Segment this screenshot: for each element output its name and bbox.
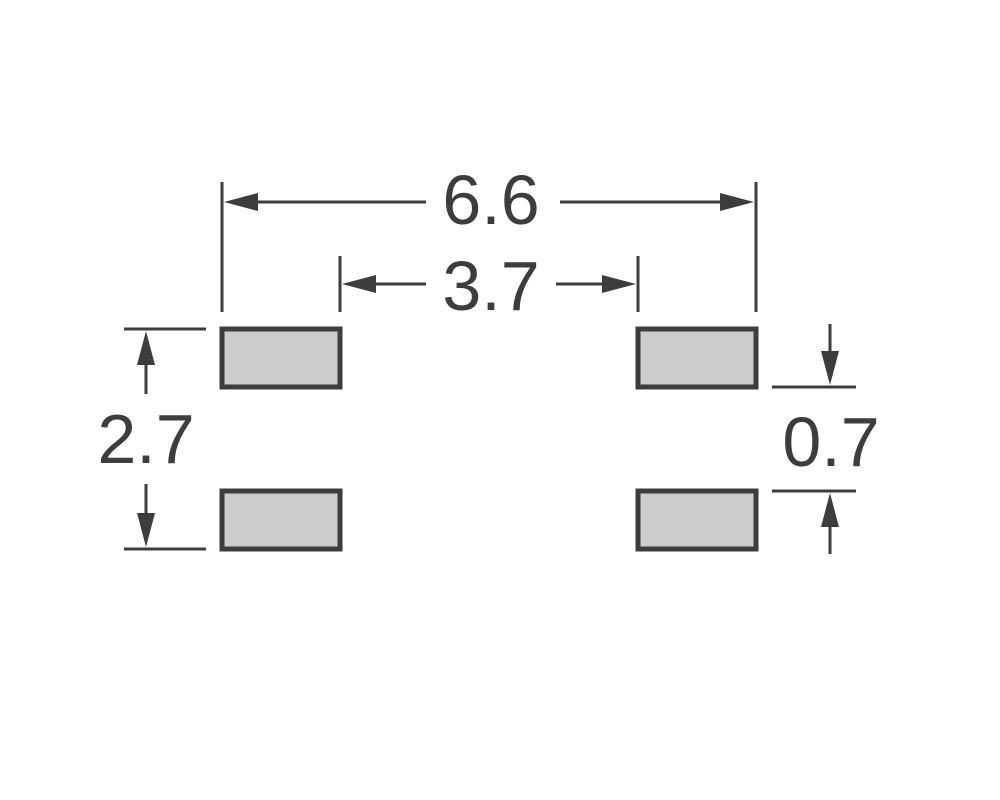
arrow-up-icon (821, 493, 839, 527)
dimension-overall-height: 2.7 (97, 327, 206, 551)
arrow-right-icon (602, 275, 636, 293)
pad-height-label: 0.7 (782, 403, 879, 481)
arrow-down-icon (821, 351, 839, 385)
pad-top-right (635, 326, 759, 390)
pad-top-left (219, 326, 343, 390)
arrow-left-icon (224, 193, 258, 211)
pad-bottom-left (219, 488, 343, 552)
pad-bottom-right (635, 488, 759, 552)
arrow-right-icon (720, 193, 754, 211)
arrow-left-icon (342, 275, 376, 293)
arrow-down-icon (137, 513, 155, 547)
overall-width-label: 6.6 (442, 161, 539, 239)
overall-height-label: 2.7 (97, 400, 194, 478)
dimension-overall-width: 6.6 (220, 161, 758, 312)
dimension-inner-gap: 3.7 (338, 247, 640, 325)
arrow-up-icon (137, 331, 155, 365)
inner-gap-label: 3.7 (442, 247, 539, 325)
dimension-pad-height: 0.7 (772, 324, 880, 554)
